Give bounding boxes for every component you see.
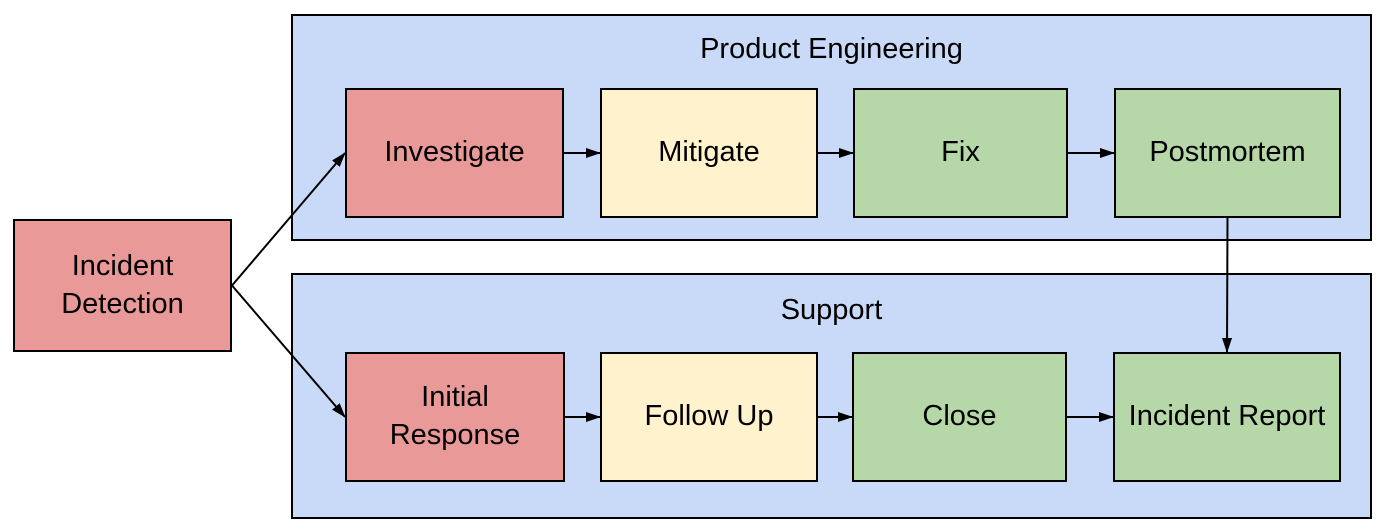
node-investigate: Investigate [345, 88, 564, 218]
node-mitigate: Mitigate [600, 88, 818, 218]
lane-title-product-engineering: Product Engineering [700, 33, 963, 65]
lane-title-support: Support [780, 294, 883, 326]
node-incident-report: Incident Report [1113, 352, 1341, 482]
node-postmortem: Postmortem [1114, 88, 1341, 218]
node-fix: Fix [853, 88, 1068, 218]
node-incident-detection: Incident Detection [13, 219, 232, 352]
node-follow-up: Follow Up [600, 352, 818, 482]
node-close: Close [852, 352, 1067, 482]
node-initial-response: Initial Response [345, 352, 565, 482]
